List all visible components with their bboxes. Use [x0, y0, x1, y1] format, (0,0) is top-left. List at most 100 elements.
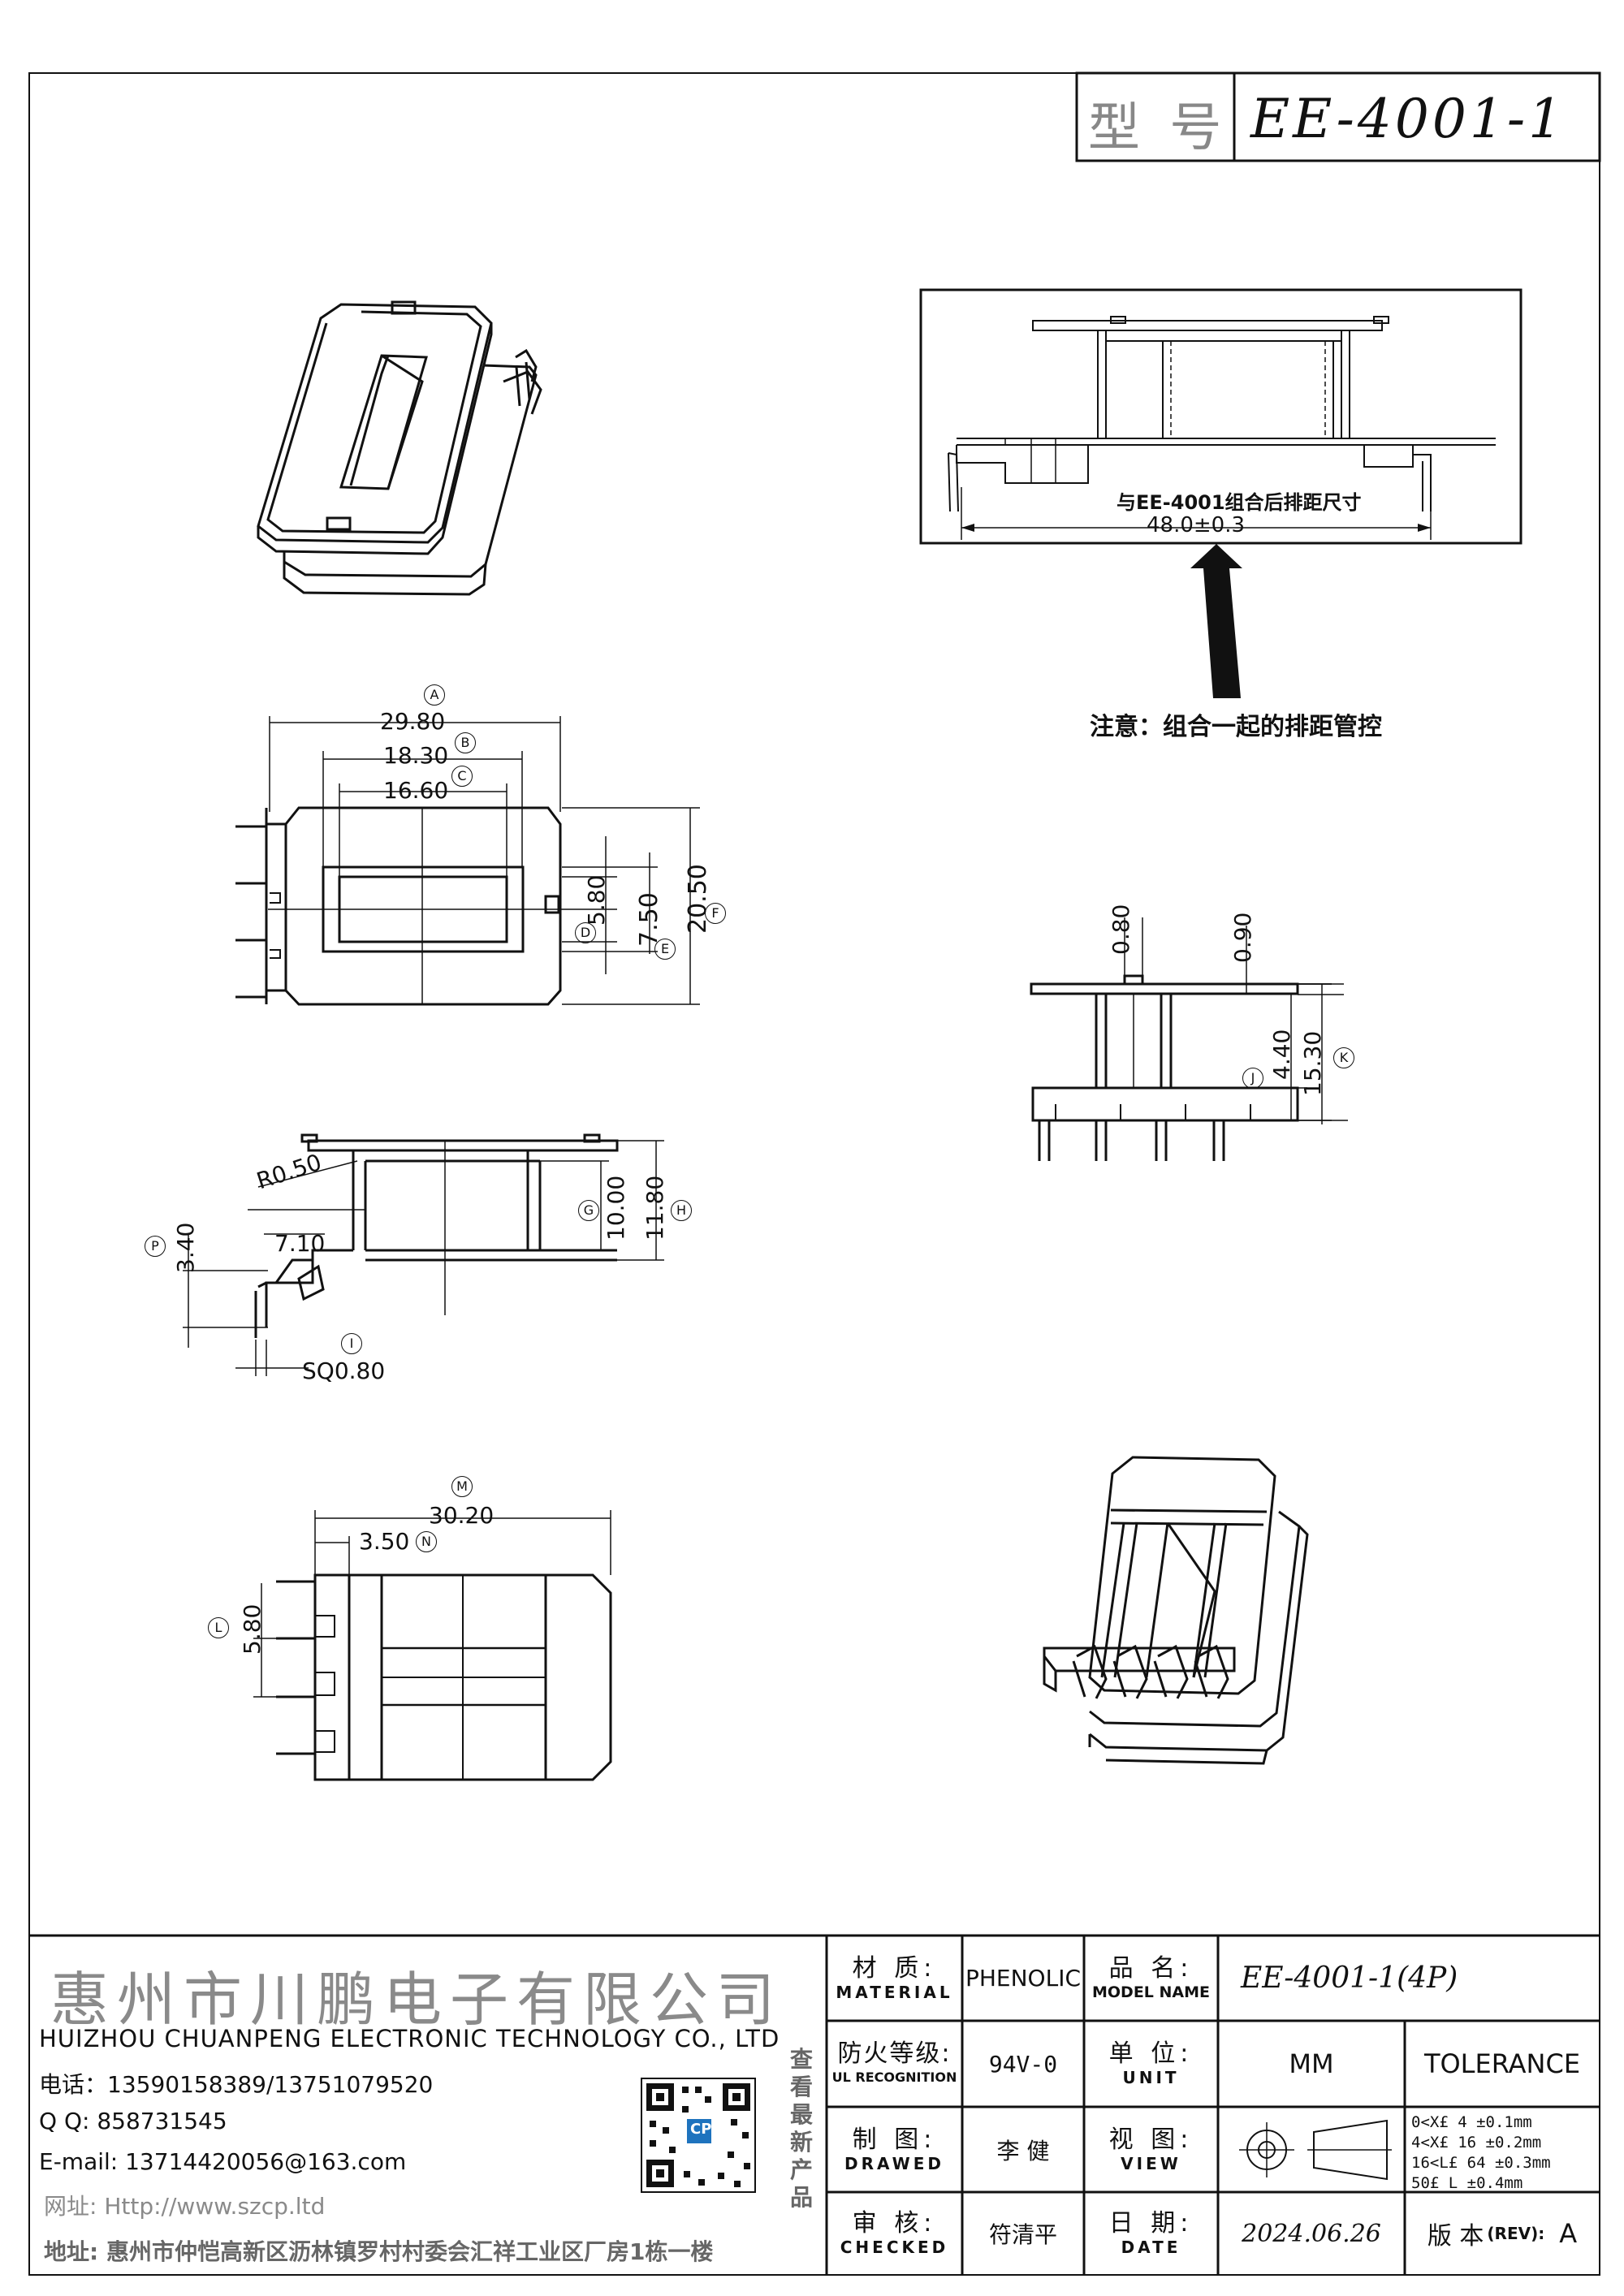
tolerance-row: 4<X£ 16 ±0.2mm [1411, 2134, 1542, 2151]
dim-i-mark: I [341, 1333, 362, 1354]
bottom-view [253, 1510, 612, 1781]
dim-d-mark: D [575, 922, 596, 943]
dim-l-value: 5.80 [239, 1603, 266, 1655]
view-label: 视 图: VIEW [1084, 2107, 1218, 2192]
model-name-label-cn: 品 名: [1108, 1953, 1194, 1983]
dim-d-value: 5.80 [583, 874, 610, 926]
dim-g-mark: G [578, 1200, 599, 1221]
assembly-note: 注意：组合一起的排距管控 [1090, 713, 1382, 741]
tolerance-label: TOLERANCE [1405, 2021, 1600, 2107]
checked-label: 审 核: CHECKED [827, 2192, 962, 2275]
title-block-grid [29, 1934, 1600, 2275]
dim-p-value: 3.40 [172, 1222, 199, 1273]
drawn-value-text: 李 健 [996, 2137, 1050, 2164]
dim-h-value: 11.80 [641, 1175, 668, 1241]
material-label-en: MATERIAL [836, 1982, 953, 2002]
dim-m-mark: M [451, 1476, 473, 1497]
unit-label-en: UNIT [1122, 2068, 1180, 2087]
projection-symbol-icon [1239, 2119, 1392, 2181]
drawn-label-en: DRAWED [844, 2153, 944, 2173]
dim-j-value: 4.40 [1268, 1029, 1295, 1080]
dim-top-a: 0.80 [1108, 904, 1134, 955]
dim-k-value: 15.30 [1299, 1030, 1326, 1096]
assembly-inset [919, 288, 1522, 698]
dim-l-mark: L [208, 1617, 229, 1638]
company-name-en: HUIZHOU CHUANPENG ELECTRONIC TECHNOLOGY … [39, 2025, 780, 2052]
end-view [1030, 917, 1348, 1161]
dim-a-value: 29.80 [380, 708, 446, 735]
top-view [235, 716, 700, 1006]
fire-rating-label-en: UL RECOGNITION [831, 2069, 957, 2085]
model-name-label: 品 名: MODEL NAME [1084, 1936, 1218, 2021]
model-name-value: EE-4001-1(4P) [1218, 1936, 1600, 2021]
model-label: 型 号 [1088, 98, 1229, 158]
qr-logo: CP [690, 2121, 712, 2138]
dim-offset: 7.10 [274, 1230, 326, 1257]
iso-view-bottom [1043, 1456, 1309, 1765]
unit-value: MM [1218, 2021, 1405, 2107]
dim-b-value: 18.30 [383, 742, 449, 769]
dim-b-mark: B [455, 732, 476, 753]
tolerance-row: 16<L£ 64 ±0.3mm [1411, 2154, 1551, 2172]
dim-e-mark: E [654, 939, 676, 960]
drawn-label: 制 图: DRAWED [827, 2107, 962, 2192]
assembly-caption: 与EE-4001组合后排距尺寸 [1116, 491, 1362, 514]
dim-e-value: 7.50 [635, 892, 663, 947]
dim-g-value: 10.00 [603, 1175, 629, 1241]
tolerance-table: 0<X£ 4 ±0.1mm 4<X£ 16 ±0.2mm 16<L£ 64 ±0… [1411, 2113, 1596, 2192]
dim-n-value: 3.50 [359, 1528, 410, 1555]
checked-label-cn: 审 核: [852, 2209, 937, 2238]
fire-rating-value: 94V-0 [962, 2021, 1084, 2107]
iso-view-top [257, 300, 542, 596]
fire-rating-label-cn: 防火等级: [837, 2039, 952, 2068]
checked-value-text: 符清平 [988, 2221, 1057, 2248]
material-label: 材 质: MATERIAL [827, 1936, 962, 2021]
date-label-cn: 日 期: [1108, 2209, 1194, 2238]
unit-value-text: MM [1289, 2048, 1334, 2079]
date-value: 2024.06.26 [1218, 2192, 1405, 2275]
checked-label-en: CHECKED [840, 2238, 949, 2257]
dim-c-mark: C [451, 766, 473, 787]
company-qq: Q Q: 858731545 [39, 2108, 227, 2134]
tolerance-label-text: TOLERANCE [1423, 2048, 1581, 2079]
date-value-text: 2024.06.26 [1242, 2219, 1381, 2248]
dim-n-mark: N [416, 1531, 437, 1552]
drawn-value: 李 健 [962, 2107, 1084, 2192]
company-website[interactable]: 网址: Http://www.szcp.ltd [44, 2193, 326, 2220]
note-arrow [1190, 544, 1242, 698]
qr-code [641, 2078, 756, 2193]
revision-label-en: (REV): [1487, 2224, 1545, 2243]
dim-h-mark: H [671, 1200, 692, 1221]
company-email: E-mail: 13714420056@163.com [39, 2148, 407, 2175]
checked-value: 符清平 [962, 2192, 1084, 2275]
company-name-cn: 惠州市川鹏电子有限公司 [50, 1966, 784, 2034]
view-label-cn: 视 图: [1108, 2125, 1194, 2154]
dim-k-mark: K [1333, 1047, 1354, 1068]
dim-m-value: 30.20 [429, 1502, 495, 1529]
dim-j-mark: J [1242, 1068, 1263, 1089]
qr-caption: 查看最新产品 [789, 2046, 813, 2211]
fire-rating-label: 防火等级: UL RECOGNITION [827, 2021, 962, 2107]
material-value: PHENOLIC [962, 1936, 1084, 2021]
model-name-value-text: EE-4001-1(4P) [1241, 1962, 1458, 1995]
dim-c-value: 16.60 [383, 777, 449, 804]
dim-top-b: 0.90 [1229, 912, 1256, 963]
side-view [183, 1133, 664, 1376]
dim-f-value: 20.50 [684, 864, 712, 934]
model-name-label-en: MODEL NAME [1091, 1983, 1211, 2001]
tolerance-row: 50£ L ±0.4mm [1411, 2174, 1523, 2192]
drawn-label-cn: 制 图: [852, 2125, 937, 2154]
company-address: 地址: 惠州市仲恺高新区沥林镇罗村村委会汇祥工业区厂房1栋一楼 [44, 2238, 714, 2265]
date-label-en: DATE [1121, 2238, 1181, 2257]
view-label-en: VIEW [1121, 2153, 1181, 2173]
material-value-text: PHENOLIC [965, 1965, 1082, 1992]
revision-label: 版 本 [1427, 2222, 1484, 2251]
unit-label: 单 位: UNIT [1084, 2021, 1218, 2107]
date-label: 日 期: DATE [1084, 2192, 1218, 2275]
dim-a-mark: A [424, 684, 445, 706]
revision-value: A [1559, 2218, 1578, 2249]
dim-pin: SQ0.80 [302, 1357, 386, 1384]
model-number: EE-4001-1 [1250, 88, 1566, 150]
revision-cell: 版 本 (REV): A [1405, 2192, 1600, 2275]
